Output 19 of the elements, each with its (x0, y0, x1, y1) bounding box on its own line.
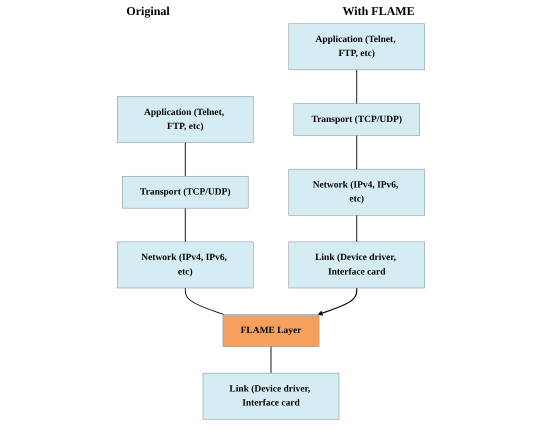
connector (184, 208, 186, 242)
node-box: Network (IPv4, IPv6, etc) (116, 242, 254, 288)
node-box: Transport (TCP/UDP) (292, 103, 420, 136)
node-box: Network (IPv4, IPv6, etc) (288, 168, 425, 216)
node-box: Application (Telnet, FTP, etc) (288, 23, 425, 70)
connector (356, 69, 357, 104)
column-heading: Original (126, 4, 170, 19)
connector (184, 142, 186, 177)
node-box: Application (Telnet, FTP, etc) (116, 96, 254, 143)
node-box: FLAME Layer (222, 314, 319, 347)
column-heading: With FLAME (342, 4, 415, 19)
node-box: Link (Device driver, Interface card (202, 372, 339, 420)
connector (356, 135, 357, 170)
node-box: Link (Device driver, Interface card (288, 242, 425, 288)
node-box: Transport (TCP/UDP) (122, 176, 248, 208)
connector (184, 288, 224, 316)
connector (356, 214, 357, 242)
arrow (317, 288, 357, 316)
connector (270, 346, 271, 374)
